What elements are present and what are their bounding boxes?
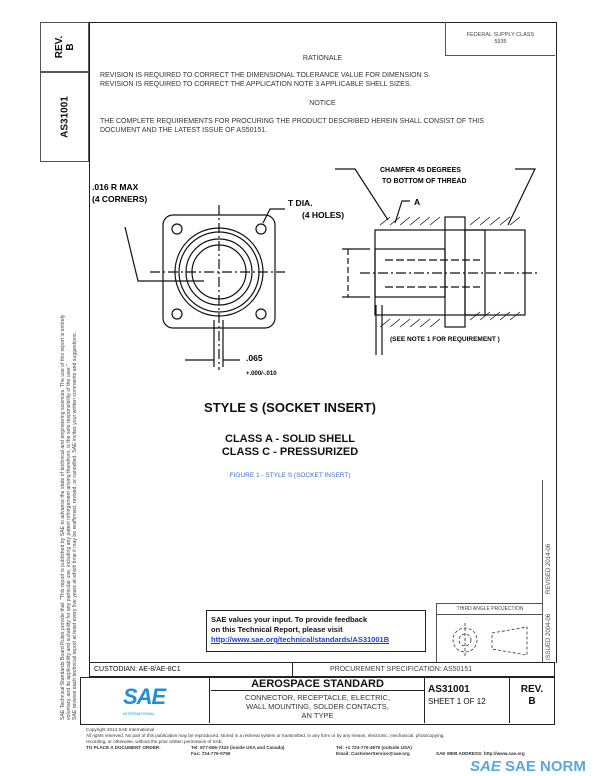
document-title: CONNECTOR, RECEPTACLE, ELECTRIC,WALL MOU… — [244, 693, 391, 720]
notice-heading: NOTICE — [309, 100, 336, 107]
connector-drawing: .016 R MAX (4 CORNERS) T DIA. (4 HOLES) … — [92, 167, 540, 377]
feedback-link[interactable]: http://www.sae.org/technical/standards/A… — [211, 635, 390, 644]
rationale-heading: RATIONALE — [302, 55, 343, 62]
sae-logo: SAE INTERNATIONAL — [81, 678, 210, 723]
label-corners: (4 CORNERS) — [92, 194, 147, 204]
label-dim: .065 — [246, 353, 263, 363]
doc-number-block: AS31001 SHEET 1 OF 12 — [424, 678, 510, 723]
rationale-text: REVISION IS REQUIRED TO CORRECT THE DIME… — [100, 72, 431, 88]
watermark-logo: SAE SAE NORM — [470, 758, 586, 775]
svg-text:TO BOTTOM OF THREAD: TO BOTTOM OF THREAD — [382, 178, 467, 185]
custodian-row: CUSTODIAN: AE-8/AE-8C1 PROCUREMENT SPECI… — [89, 662, 555, 677]
projection-box: THIRD ANGLE PROJECTION — [436, 603, 543, 663]
side-rev-box: REV.B — [40, 22, 89, 72]
style-title: STYLE S (SOCKET INSERT) — [204, 400, 376, 415]
feedback-box: SAE values your input. To provide feedba… — [206, 610, 426, 652]
label-tdia: T DIA. — [288, 198, 313, 208]
notice-text: THE COMPLETE REQUIREMENTS FOR PROCURING … — [100, 118, 484, 134]
label-radius: .016 R MAX — [92, 182, 139, 192]
label-chamfer: CHAMFER 45 DEGREES — [380, 167, 461, 174]
label-tolerance: +.000/-.010 — [246, 371, 277, 377]
label-holes: (4 HOLES) — [302, 210, 344, 220]
label-note: (SEE NOTE 1 FOR REQUIREMENT ) — [390, 336, 500, 343]
left-notice: SAE Technical Standards Board Rules prov… — [60, 314, 78, 720]
dates-strip: ISSUED 2004-06 REVISED 2014-06 — [542, 480, 556, 662]
side-doc-number: AS31001 — [40, 72, 89, 162]
rev-block: REV.B — [520, 684, 544, 707]
figure-caption: FIGURE 1 - STYLE S (SOCKET INSERT) — [229, 472, 351, 479]
drawing-frame — [89, 22, 557, 663]
label-a: A — [414, 197, 420, 207]
third-angle-projection-icon — [452, 623, 528, 657]
footer: Copyright 2014 SAE International All rig… — [86, 727, 525, 756]
standard-title: AEROSPACE STANDARD — [211, 678, 424, 691]
title-block: SAE INTERNATIONAL AEROSPACE STANDARD CON… — [80, 677, 555, 725]
